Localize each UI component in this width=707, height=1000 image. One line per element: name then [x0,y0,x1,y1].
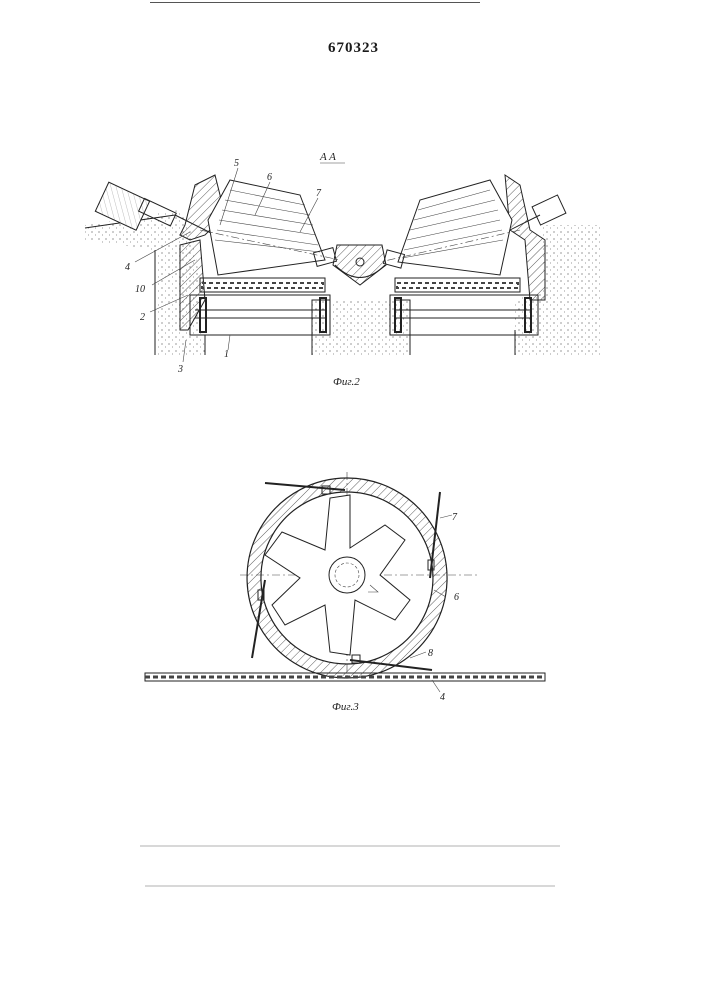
frame-right [505,175,545,300]
base-left [190,295,330,335]
figure-3: 7 6 8 4 Фиг.3 [145,472,545,713]
chain-right [395,278,520,292]
chain-left [200,278,325,292]
label-5: 5 [234,158,239,169]
label-10: 10 [135,284,145,295]
label-1: 1 [224,349,229,360]
fig3-label-7: 7 [452,512,458,523]
fig3-label-4: 4 [440,692,445,703]
scan-artifact [140,845,560,847]
fig2-caption: Фиг.2 [333,376,360,388]
figure-2: A A [85,151,600,388]
fig3-caption: Фиг.3 [332,701,359,713]
cone-roller-right [380,180,520,275]
label-2: 2 [140,312,145,323]
label-6: 6 [267,172,272,183]
central-bearing [333,245,386,285]
fig3-label-6: 6 [454,592,459,603]
section-label: A A [319,151,336,163]
label-4: 4 [125,262,130,273]
scan-artifact [145,885,555,887]
label-3: 3 [177,364,183,375]
fig3-label-8: 8 [428,648,433,659]
label-7: 7 [316,188,322,199]
